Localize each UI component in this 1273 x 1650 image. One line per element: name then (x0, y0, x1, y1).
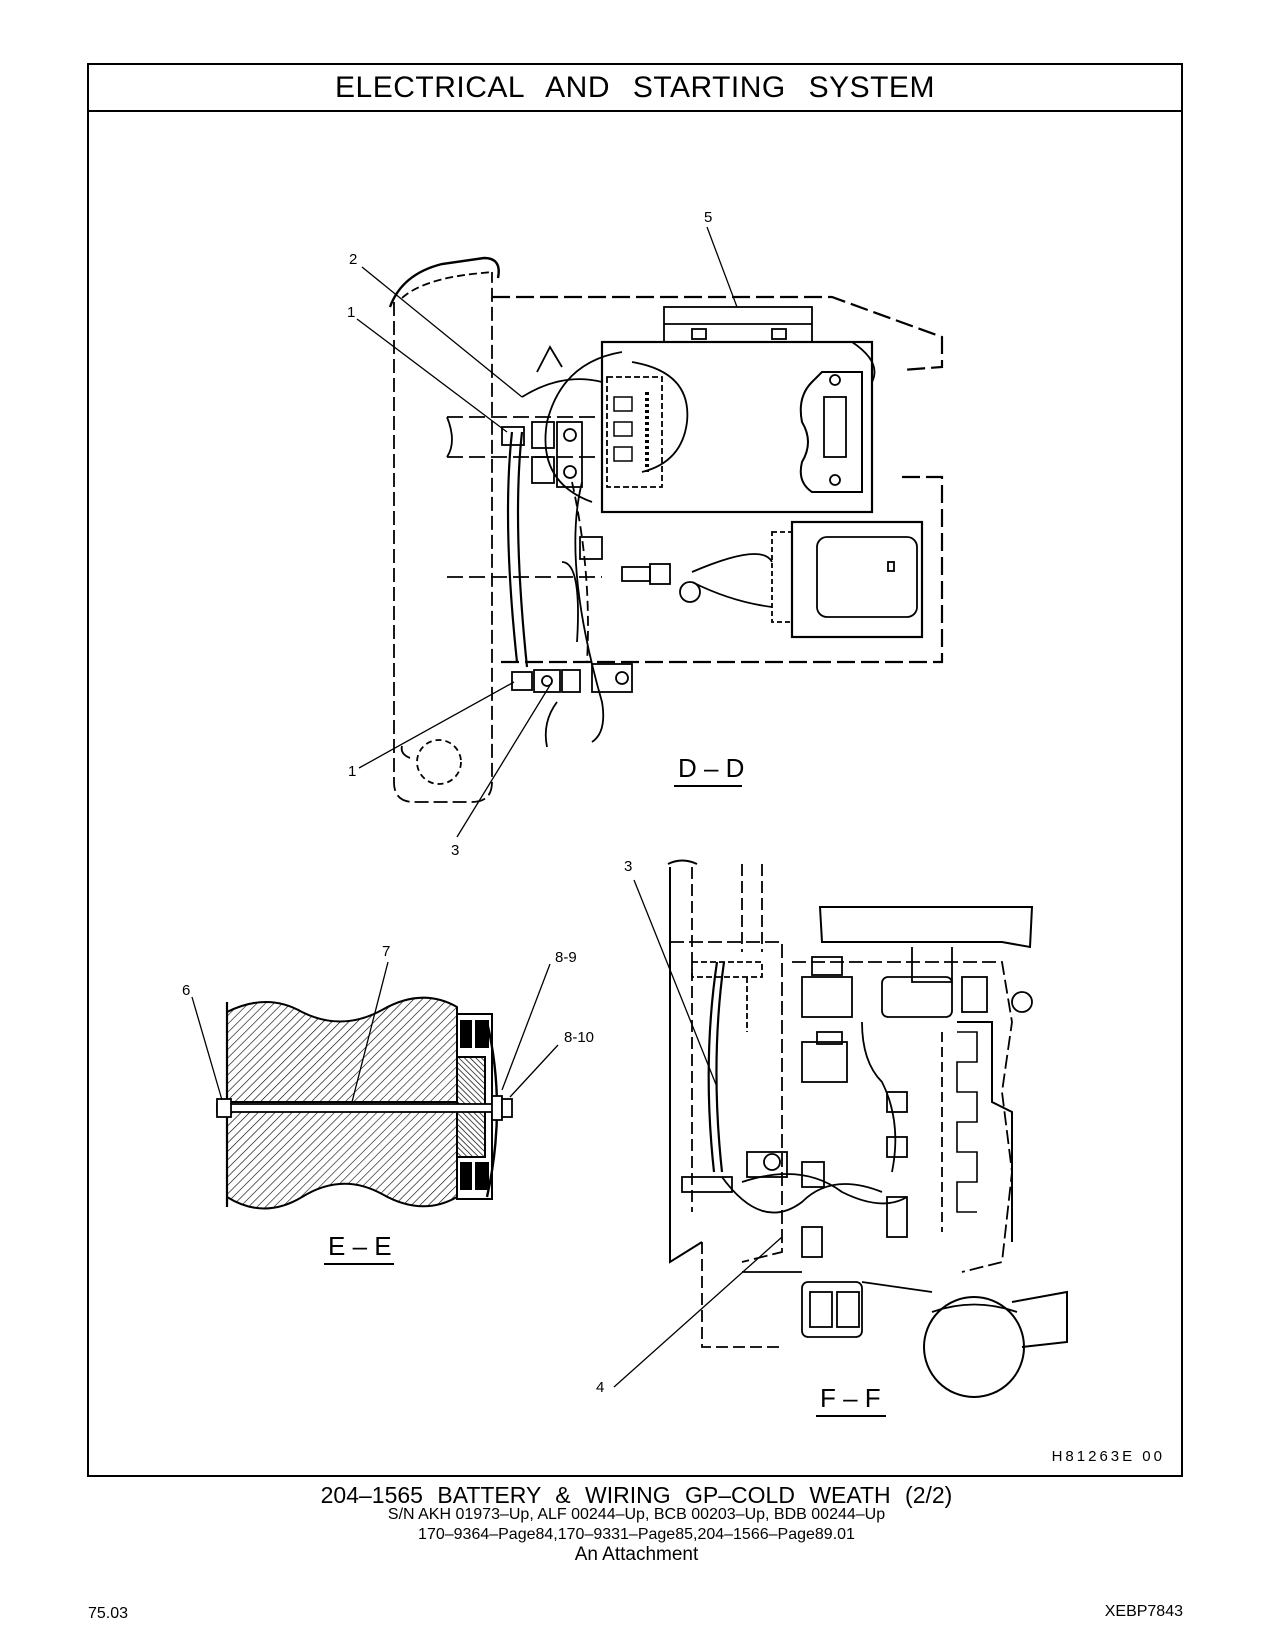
caption-type: An Attachment (574, 1544, 699, 1565)
title-bar: ELECTRICAL AND STARTING SYSTEM (89, 65, 1181, 112)
caption-serials: S/N AKH 01973–Up, ALF 00244–Up, BCB 0020… (387, 1506, 886, 1523)
view-ff-drawing (613, 859, 1068, 1398)
document-number: XEBP7843 (1104, 1603, 1183, 1620)
view-ee-drawing (191, 961, 559, 1210)
drawing-code: H81263E 00 (1051, 1448, 1165, 1465)
callout-1-top: 1 (347, 304, 355, 321)
callout-6: 6 (182, 982, 190, 999)
callout-8-9: 8-9 (555, 949, 577, 966)
figure-frame: ELECTRICAL AND STARTING SYSTEM (87, 63, 1183, 1477)
callout-3-dd: 3 (451, 842, 459, 859)
callout-5: 5 (704, 209, 712, 226)
technical-drawing: D – D E – E F – F 5 2 1 1 3 7 6 8-9 8-10… (182, 209, 1068, 1417)
page-number: 75.03 (88, 1605, 129, 1622)
callout-7: 7 (382, 943, 390, 960)
view-dd-label: D – D (678, 753, 744, 783)
view-ee-label: E – E (328, 1231, 392, 1261)
caption-refs: 170–9364–Page84,170–9331–Page85,204–1566… (418, 1526, 855, 1543)
callout-4: 4 (596, 1379, 604, 1396)
callout-8-10: 8-10 (564, 1029, 594, 1046)
view-dd-drawing (356, 226, 944, 838)
page-title: ELECTRICAL AND STARTING SYSTEM (335, 70, 935, 104)
view-ff-label: F – F (820, 1383, 881, 1413)
caption-part: 204–1565 BATTERY & WIRING GP–COLD WEATH … (320, 1482, 953, 1508)
callout-3-ff: 3 (624, 858, 632, 875)
callout-2: 2 (349, 251, 357, 268)
callout-1-bottom: 1 (348, 763, 356, 780)
